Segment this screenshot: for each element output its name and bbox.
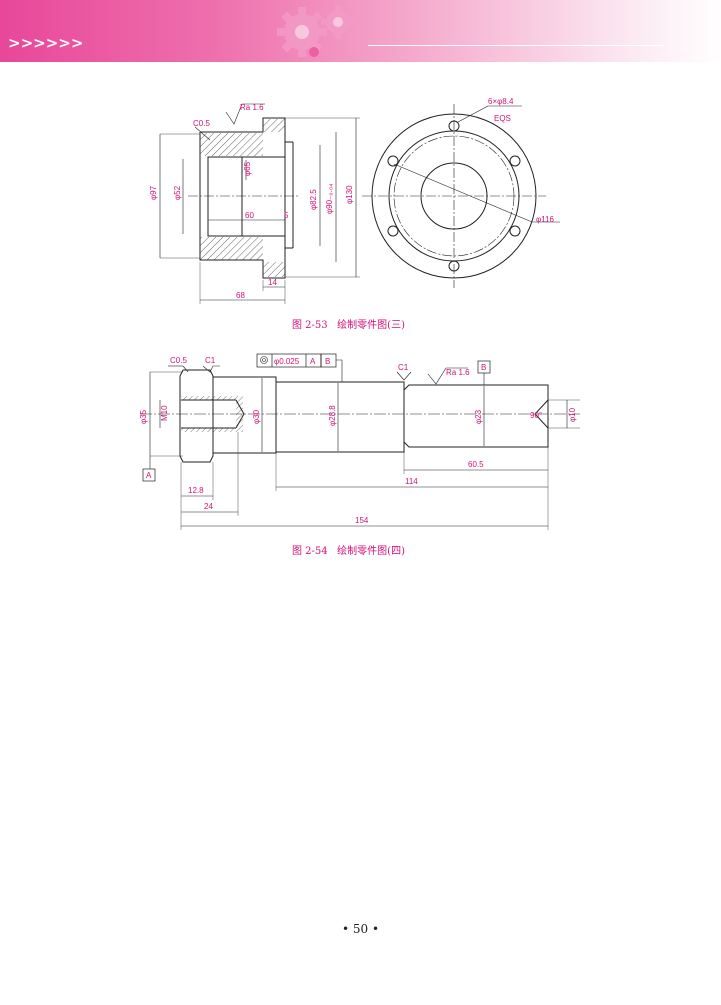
chamfer-c1-label-a: C1: [205, 356, 216, 365]
holes-label: 6×φ8.4: [488, 97, 514, 106]
dim-d65: φ65: [243, 161, 252, 176]
tolerance-datum-b: B: [325, 357, 330, 366]
datum-a-label: A: [146, 471, 152, 480]
dim-len24: 24: [204, 502, 213, 511]
figure-2-54-caption: 图 2-54 绘制零件图(四): [292, 546, 405, 557]
dim-d97: φ97: [149, 185, 158, 200]
header-rule: [368, 45, 664, 46]
dim-len154: 154: [355, 516, 369, 525]
dim-d130: φ130: [345, 185, 354, 204]
flange-front-view: [362, 104, 560, 288]
dim-len60: 60: [245, 211, 254, 220]
dim-m10: M10: [160, 405, 169, 421]
tolerance-value: φ0.025: [274, 357, 300, 366]
datum-b-label: B: [481, 363, 486, 372]
figure-2-53-caption: 图 2-53 绘制零件图(三): [292, 320, 405, 331]
dim-d23: φ23: [474, 409, 483, 424]
dim-len68: 68: [236, 291, 245, 300]
dim-len605: 60.5: [468, 460, 484, 469]
chamfer-c1-label-b: C1: [398, 363, 409, 372]
dim-len128: 12.8: [188, 486, 204, 495]
dim-d28: φ28.8: [328, 405, 337, 426]
header-band: [0, 0, 721, 62]
dim-d82: φ82.5: [309, 189, 318, 210]
dim-len5: 5: [284, 211, 289, 220]
dim-d10: φ10: [568, 407, 577, 422]
chamfer-c05-label: C0.5: [170, 356, 187, 365]
chamfer-label: C0.5: [193, 119, 210, 128]
gear-icon: [277, 5, 355, 57]
dim-d35: φ35: [139, 409, 148, 424]
tolerance-datum-a: A: [310, 357, 316, 366]
shaft-view: [140, 353, 580, 530]
dim-len14: 14: [268, 278, 277, 287]
roughness-label-54: Ra 1.6: [446, 368, 470, 377]
dim-angle-90: 90°: [530, 411, 542, 420]
dim-d30: φ30: [252, 409, 261, 424]
dim-d90: φ90₋₀.₀₄: [325, 184, 334, 214]
dim-d52: φ52: [173, 185, 182, 200]
dim-len114: 114: [405, 477, 418, 486]
roughness-label: Ra 1.6: [240, 103, 264, 112]
flange-section-view: [159, 103, 360, 304]
page-number: • 50 •: [341, 922, 380, 936]
dim-d116: φ116: [536, 215, 554, 224]
eqs-label: EQS: [494, 114, 511, 123]
header-chevrons: >>>>>>: [8, 34, 84, 52]
